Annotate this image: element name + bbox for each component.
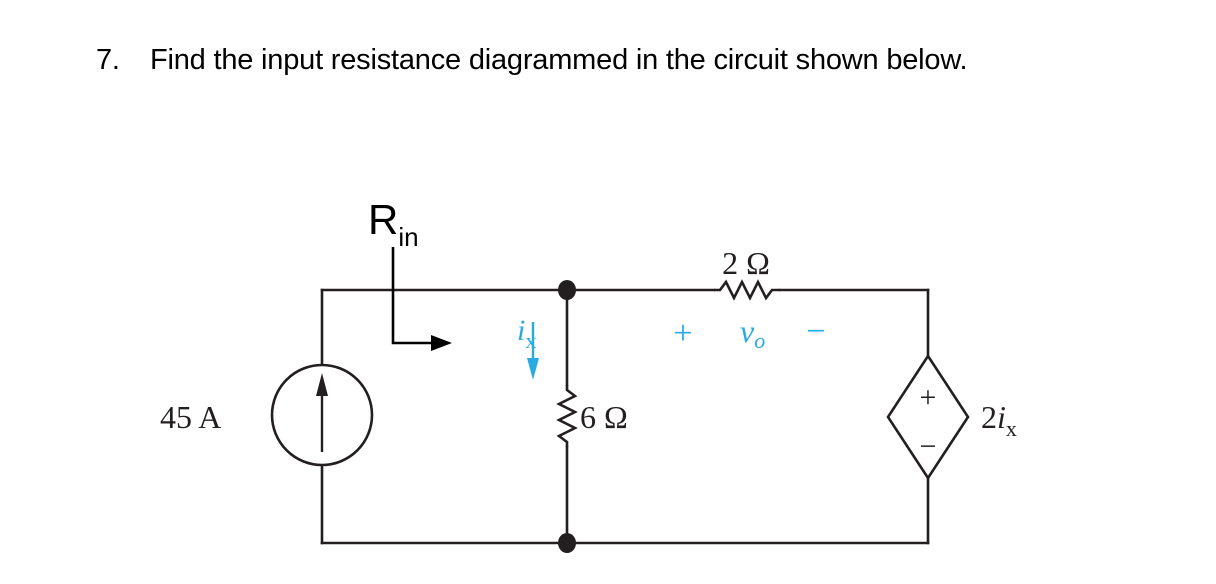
question-number: 7. (96, 44, 120, 76)
ix-label-main: i (517, 314, 525, 347)
dependent-source-plus: + (920, 381, 937, 414)
resistor-6ohm (556, 385, 578, 447)
rin-label-main: R (368, 196, 398, 243)
vo-label-main: v (740, 313, 755, 349)
ix-label-sub: x (525, 328, 536, 353)
ix-label: ix (517, 314, 536, 353)
dependent-source-label: 2ix (981, 399, 1017, 441)
vo-label-sub: o (754, 328, 765, 353)
dependent-source-sub: x (1006, 416, 1017, 441)
dependent-voltage-source: + − (886, 353, 970, 481)
resistor-2ohm-label: 2 Ω (722, 245, 770, 281)
resistor-2ohm (714, 279, 780, 301)
node-top (558, 280, 576, 300)
rin-label: Rin (368, 196, 419, 252)
rin-arrow-line (391, 247, 432, 345)
node-bottom (558, 533, 576, 553)
rin-label-sub: in (398, 222, 418, 252)
resistor-6ohm-label: 6 Ω (580, 399, 628, 435)
up-arrow-icon (316, 373, 328, 396)
dependent-source-var: i (997, 399, 1006, 435)
dependent-source-minus: − (920, 430, 937, 463)
question-text: 7. Find the input resistance diagrammed i… (96, 44, 968, 77)
current-source-label: 45 A (160, 399, 221, 435)
current-source-45a (270, 363, 374, 467)
question-prompt: Find the input resistance diagrammed in … (150, 44, 968, 76)
down-arrow-icon (527, 358, 539, 380)
vo-label: vo (740, 313, 765, 353)
vo-plus: + (673, 315, 692, 352)
vo-minus: − (806, 313, 825, 350)
dependent-source-coef: 2 (981, 399, 997, 435)
right-arrow-icon (431, 335, 452, 351)
